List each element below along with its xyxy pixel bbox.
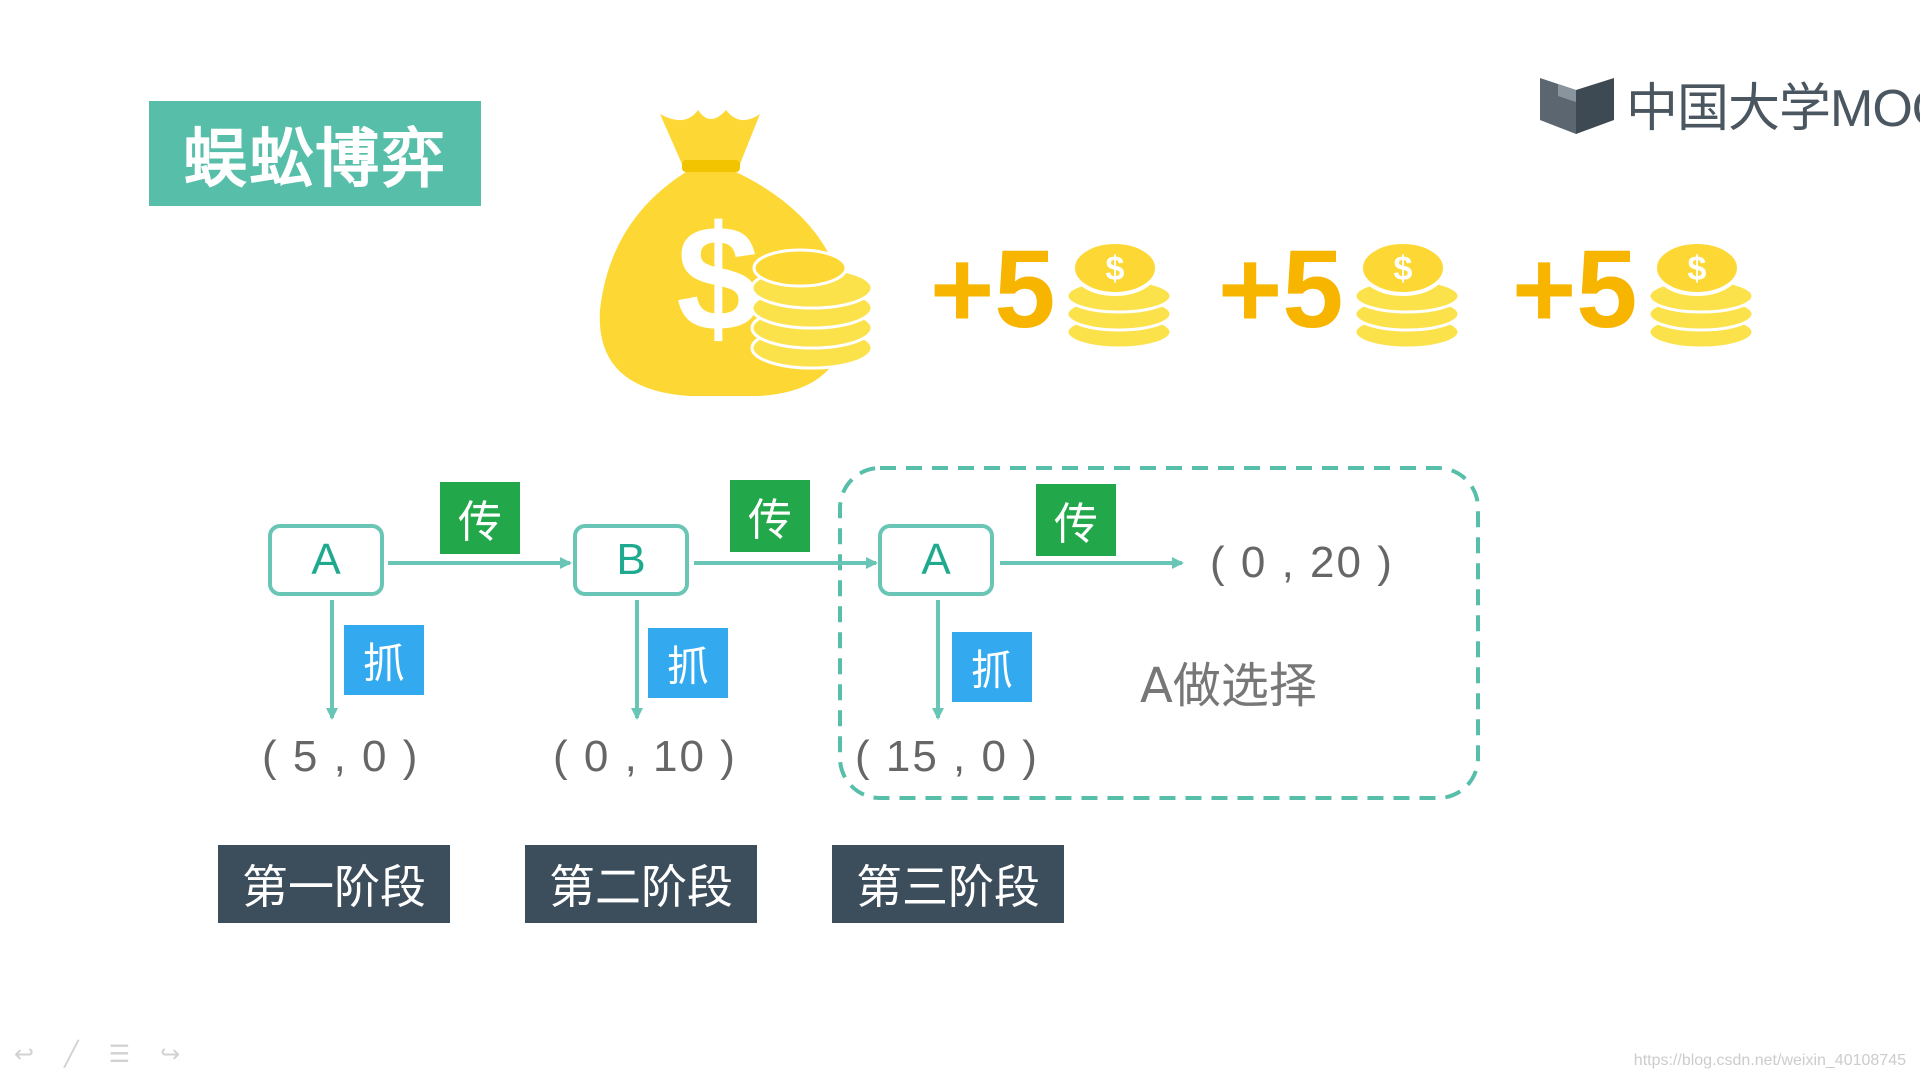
watermark: https://blog.csdn.net/weixin_40108745 — [1634, 1052, 1906, 1070]
payoff-stage-1: ( 5 , 0 ) — [262, 732, 419, 782]
node-player-a-2: A — [878, 524, 994, 596]
forward-icon[interactable]: ↪ — [160, 1040, 180, 1068]
stage-label-1: 第一阶段 — [218, 845, 450, 923]
grab-tag-1: 抓 — [344, 625, 424, 695]
grab-tag-3: 抓 — [952, 632, 1032, 702]
payoff-stage-2: ( 0 , 10 ) — [553, 732, 737, 782]
node-player-b: B — [573, 524, 689, 596]
pass-tag-1: 传 — [440, 482, 520, 554]
pass-tag-2: 传 — [730, 480, 810, 552]
payoff-final: ( 0 , 20 ) — [1210, 538, 1394, 588]
slide-controls: ↩ ╱ ☰ ↪ — [14, 1040, 180, 1068]
stage-label-3: 第三阶段 — [832, 845, 1064, 923]
payoff-stage-3: ( 15 , 0 ) — [855, 732, 1039, 782]
stage-label-2: 第二阶段 — [525, 845, 757, 923]
grab-tag-2: 抓 — [648, 628, 728, 698]
pass-tag-3: 传 — [1036, 484, 1116, 556]
choice-note: A做选择 — [1140, 646, 1317, 716]
pen-icon[interactable]: ╱ — [64, 1040, 78, 1068]
back-icon[interactable]: ↩ — [14, 1040, 34, 1068]
node-player-a-1: A — [268, 524, 384, 596]
menu-icon[interactable]: ☰ — [109, 1040, 131, 1068]
